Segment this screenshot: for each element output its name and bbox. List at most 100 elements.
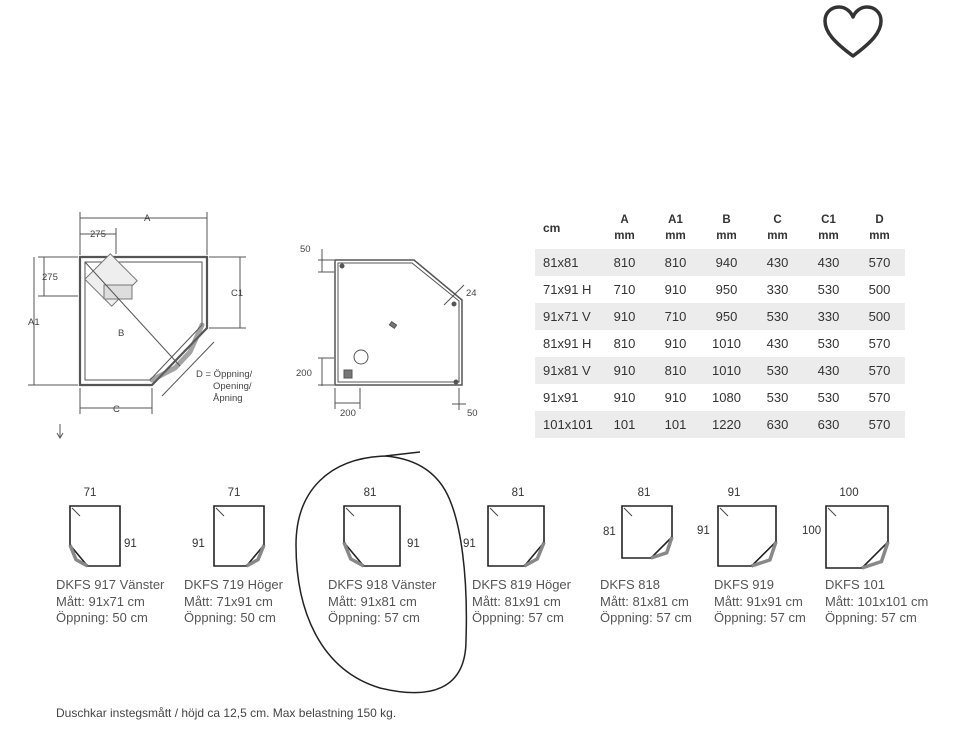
product-name: DKFS 101 xyxy=(825,577,885,592)
row-value-cell: 910 xyxy=(599,357,650,384)
row-value-cell: 1080 xyxy=(712,390,741,405)
label-b: B xyxy=(118,328,124,339)
plan-drawing xyxy=(28,212,246,439)
product-size: Mått: 91x91 cm xyxy=(714,593,803,609)
heart-outline-icon[interactable] xyxy=(822,4,884,60)
label-d-3: Åpning xyxy=(213,393,243,404)
row-value-cell: 910 xyxy=(664,390,687,405)
row-value-cell: 810 xyxy=(650,249,701,276)
row-value-cell: 950 xyxy=(715,282,738,297)
product-size: Mått: 81x91 cm xyxy=(472,593,561,609)
row-size-cell: 91x71 V xyxy=(535,303,599,330)
row-size-cell: 101x101 xyxy=(535,411,599,438)
row-value-cell: 530 xyxy=(766,390,789,405)
product-opening: Öppning: 57 cm xyxy=(825,610,917,625)
row-value-cell: 910 xyxy=(599,303,650,330)
product-name: DKFS 719 Höger xyxy=(184,577,283,592)
shower-plan-icon xyxy=(825,505,890,570)
shower-plan-icon xyxy=(717,505,778,568)
product-size: Mått: 91x71 cm xyxy=(56,593,145,609)
row-value-cell: 910 xyxy=(664,282,687,297)
shower-plan-icon xyxy=(621,505,674,560)
row-value-cell: 530 xyxy=(817,336,840,351)
product-depth-label: 81 xyxy=(603,526,616,538)
plan-labels: A 275 275 C1 A1 B D = Öppning/ Opening/ … xyxy=(28,213,253,415)
label-200-h: 200 xyxy=(340,408,356,419)
shower-plan-icon xyxy=(68,505,121,568)
label-a: A xyxy=(144,213,151,224)
label-275-h: 275 xyxy=(90,229,106,240)
label-275-v: 275 xyxy=(42,272,58,283)
product-opening: Öppning: 50 cm xyxy=(184,610,276,625)
row-value-cell: 530 xyxy=(817,282,840,297)
label-c: C xyxy=(113,404,120,415)
row-value-cell: 810 xyxy=(613,336,636,351)
product-opening: Öppning: 57 cm xyxy=(714,610,806,625)
row-value-cell: 1010 xyxy=(701,357,752,384)
footnote: Duschkar instegsmått / höjd ca 12,5 cm. … xyxy=(56,706,397,720)
row-value-cell: 530 xyxy=(752,303,803,330)
row-value-cell: 570 xyxy=(854,249,905,276)
product-width-label: 81 xyxy=(511,487,525,499)
row-value-cell: 810 xyxy=(599,249,650,276)
label-d-1: D = Öppning/ xyxy=(196,369,253,380)
row-size-cell: 91x91 xyxy=(543,390,579,405)
row-value-cell: 101 xyxy=(650,411,701,438)
product-opening: Öppning: 57 cm xyxy=(600,610,692,625)
row-value-cell: 1010 xyxy=(712,336,741,351)
row-value-cell: 940 xyxy=(701,249,752,276)
row-value-cell: 500 xyxy=(868,282,891,297)
product-name: DKFS 819 Höger xyxy=(472,577,571,592)
row-size-cell: 71x91 H xyxy=(543,282,592,297)
col-header: cm xyxy=(543,221,561,235)
product-width-label: 81 xyxy=(637,487,651,499)
product-name: DKFS 818 xyxy=(600,577,660,592)
row-value-cell: 810 xyxy=(650,357,701,384)
row-value-cell: 430 xyxy=(803,357,854,384)
elevation-drawing xyxy=(318,249,466,410)
label-24: 24 xyxy=(466,288,477,299)
row-value-cell: 430 xyxy=(752,249,803,276)
product-opening: Öppning: 50 cm xyxy=(56,610,148,625)
shower-plan-icon xyxy=(213,505,266,568)
row-value-cell: 910 xyxy=(664,336,687,351)
row-value-cell: 530 xyxy=(752,357,803,384)
row-value-cell: 710 xyxy=(650,303,701,330)
row-size-cell: 81x81 xyxy=(535,249,599,276)
product-depth-label: 91 xyxy=(697,525,710,537)
product-size: Mått: 101x101 cm xyxy=(825,593,929,609)
row-value-cell: 570 xyxy=(868,336,891,351)
product-name: DKFS 919 xyxy=(714,577,774,592)
label-50-top: 50 xyxy=(300,244,311,255)
row-value-cell: 430 xyxy=(803,249,854,276)
row-value-cell: 570 xyxy=(854,357,905,384)
shower-plan-icon xyxy=(487,505,546,568)
row-value-cell: 710 xyxy=(613,282,636,297)
product-width-label: 100 xyxy=(839,487,859,499)
product-opening: Öppning: 57 cm xyxy=(472,610,564,625)
row-value-cell: 330 xyxy=(803,303,854,330)
row-value-cell: 570 xyxy=(868,390,891,405)
row-value-cell: 570 xyxy=(854,411,905,438)
label-a1: A1 xyxy=(28,317,40,328)
product-opening: Öppning: 57 cm xyxy=(328,610,420,625)
